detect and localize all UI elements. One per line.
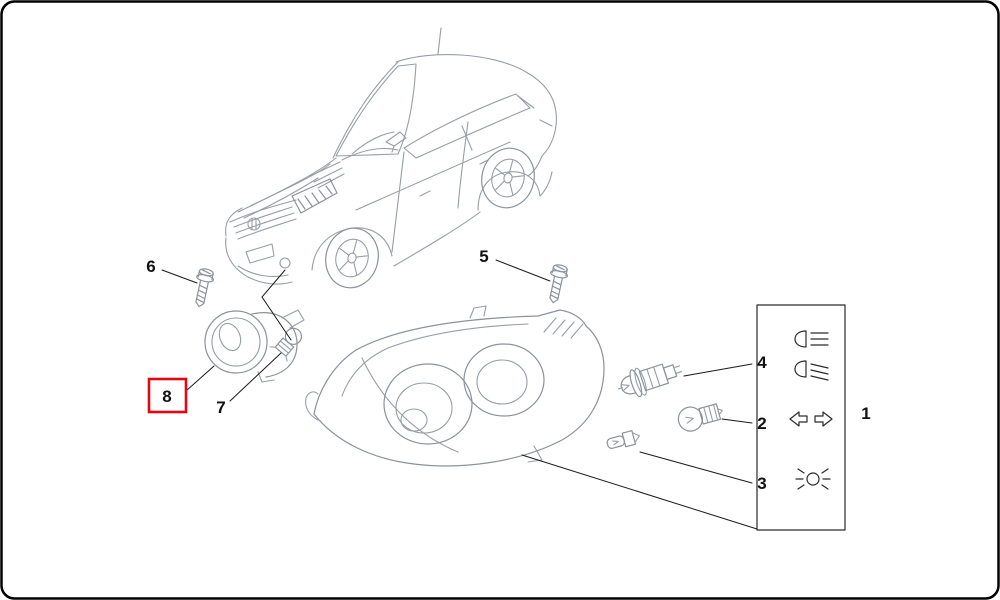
fog-lamp-drawing (204, 309, 305, 383)
headlamp-assembly-drawing (305, 305, 605, 467)
leader-line-part7 (229, 352, 282, 402)
callout-3: 3 (757, 474, 766, 493)
car-sketch (225, 27, 557, 289)
leader-line-car-foglamp (261, 269, 292, 341)
mounting-screw-drawing-a (544, 262, 570, 305)
position-lamp-icon (795, 468, 831, 490)
callout-4: 4 (757, 353, 767, 372)
halogen-bulb-drawing (618, 363, 683, 398)
leader-line-part6 (161, 269, 198, 284)
callout-1: 1 (861, 404, 870, 423)
callout-7: 7 (216, 398, 225, 417)
legend-box (756, 304, 846, 531)
callout-6: 6 (146, 257, 155, 276)
leader-line-part8 (185, 365, 215, 392)
fog-lamp-bulb-holder-drawing (269, 327, 303, 362)
signal-bulb-drawing (677, 403, 723, 432)
mounting-screw-drawing-b (190, 266, 216, 309)
leader-line-part3 (639, 451, 753, 484)
leader-line-part2 (721, 418, 753, 424)
leader-line-part4 (683, 363, 753, 377)
turn-signal-arrows-icon (789, 411, 833, 427)
callout-5: 5 (479, 247, 488, 266)
callout-2: 2 (757, 414, 766, 433)
front-wheel (325, 227, 379, 289)
leader-line-legend (521, 454, 758, 530)
highlight-box-part8 (147, 377, 188, 414)
headlamp-functions-legend (756, 304, 846, 531)
leader-line-part5 (495, 259, 551, 282)
callout-8: 8 (162, 387, 171, 406)
high-beam-icon (794, 330, 829, 348)
low-beam-icon (794, 360, 829, 381)
wedge-bulb-drawing (606, 430, 641, 449)
rear-wheel (481, 147, 535, 209)
